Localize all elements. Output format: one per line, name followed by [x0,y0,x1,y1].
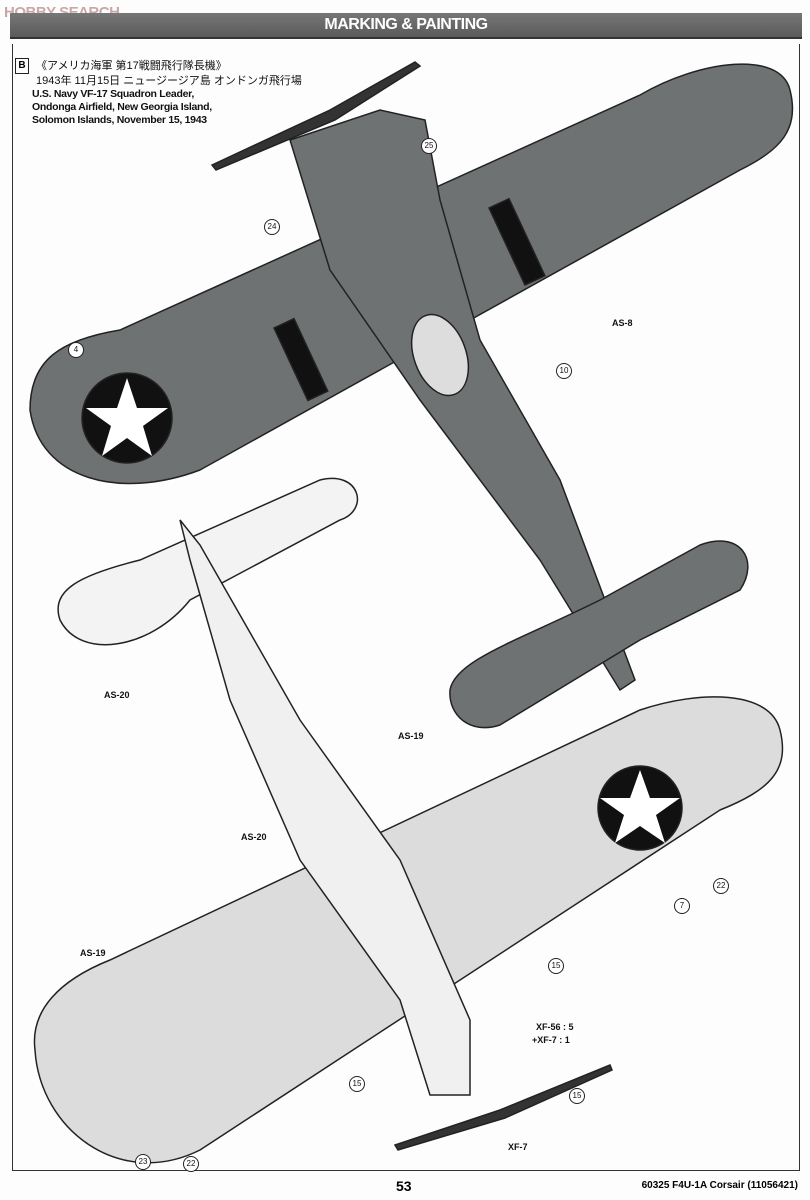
bottom-view [33,477,784,1164]
canopy [410,313,470,397]
page-number: 53 [396,1178,412,1194]
walkway-stripe [488,197,546,287]
marking-location-jp: 1943年 11月15日 ニュージージア島 オンドンガ飛行場 [36,75,302,87]
paint-as19: AS-19 [398,731,424,741]
insignia-star [600,770,680,843]
paint-as20: AS-20 [104,690,130,700]
paint-mix-xf7: +XF-7 : 1 [532,1035,570,1045]
top-view [29,61,794,729]
section-banner: MARKING & PAINTING [10,13,802,39]
marking-title-en: U.S. Navy VF-17 Squadron Leader, [32,88,194,100]
insignia-star [86,378,168,456]
callout-22: 22 [713,878,729,894]
marking-date-en: Solomon Islands, November 15, 1943 [32,114,207,126]
callout-25: 25 [421,138,437,154]
paint-as8: AS-8 [612,318,633,328]
callout-10: 10 [556,363,572,379]
callout-4: 4 [68,342,84,358]
paint-as19: AS-19 [80,948,106,958]
paint-as20: AS-20 [241,832,267,842]
product-code: 60325 F4U-1A Corsair (11056421) [641,1180,798,1191]
paint-mix-xf56: XF-56 : 5 [536,1022,574,1032]
marking-badge: B [15,58,29,74]
paint-xf7: XF-7 [508,1142,528,1152]
callout-15: 15 [569,1088,585,1104]
callout-22: 22 [183,1156,199,1172]
callout-15: 15 [349,1076,365,1092]
callout-23: 23 [135,1154,151,1170]
callout-24: 24 [264,219,280,235]
marking-location-en: Ondonga Airfield, New Georgia Island, [32,101,212,113]
top-fuselage [289,109,636,692]
walkway-stripe [273,317,329,402]
content-frame [12,44,800,1171]
top-tailplane [449,540,749,729]
callout-7: 7 [674,898,690,914]
marking-title-jp: 《アメリカ海軍 第17戦闘飛行隊長機》 [36,60,227,72]
page-title: MARKING & PAINTING [324,16,488,33]
bottom-fuselage [179,519,471,1096]
top-propeller [210,61,422,171]
bottom-propeller [393,1064,613,1151]
callout-15: 15 [548,958,564,974]
